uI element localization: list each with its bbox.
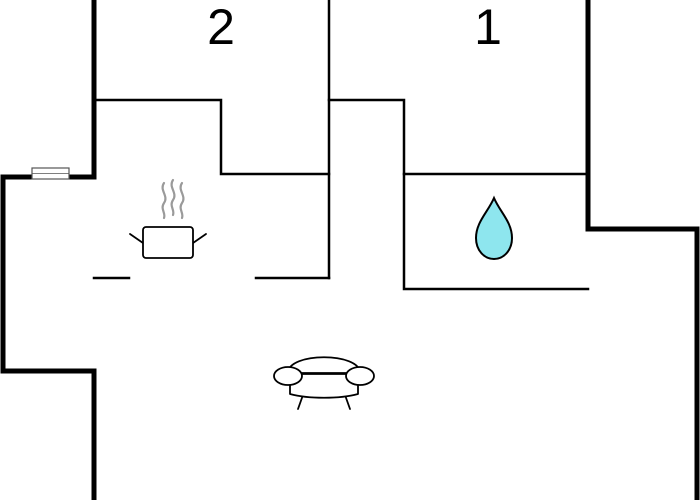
wall-room2-bottom [92, 98, 331, 176]
room-number-2: 2 [207, 0, 235, 55]
kitchen-pot-icon [129, 178, 207, 259]
interior-walls [92, 0, 590, 291]
sofa-icon [273, 356, 375, 410]
wall-bathroom [402, 172, 590, 291]
water-drop-icon [474, 195, 514, 261]
window-icon [31, 167, 70, 180]
wall-room1-bottom [327, 98, 590, 176]
room-number-1: 1 [474, 0, 502, 55]
outer-wall-left [0, 0, 97, 500]
outer-wall-right [585, 0, 700, 500]
